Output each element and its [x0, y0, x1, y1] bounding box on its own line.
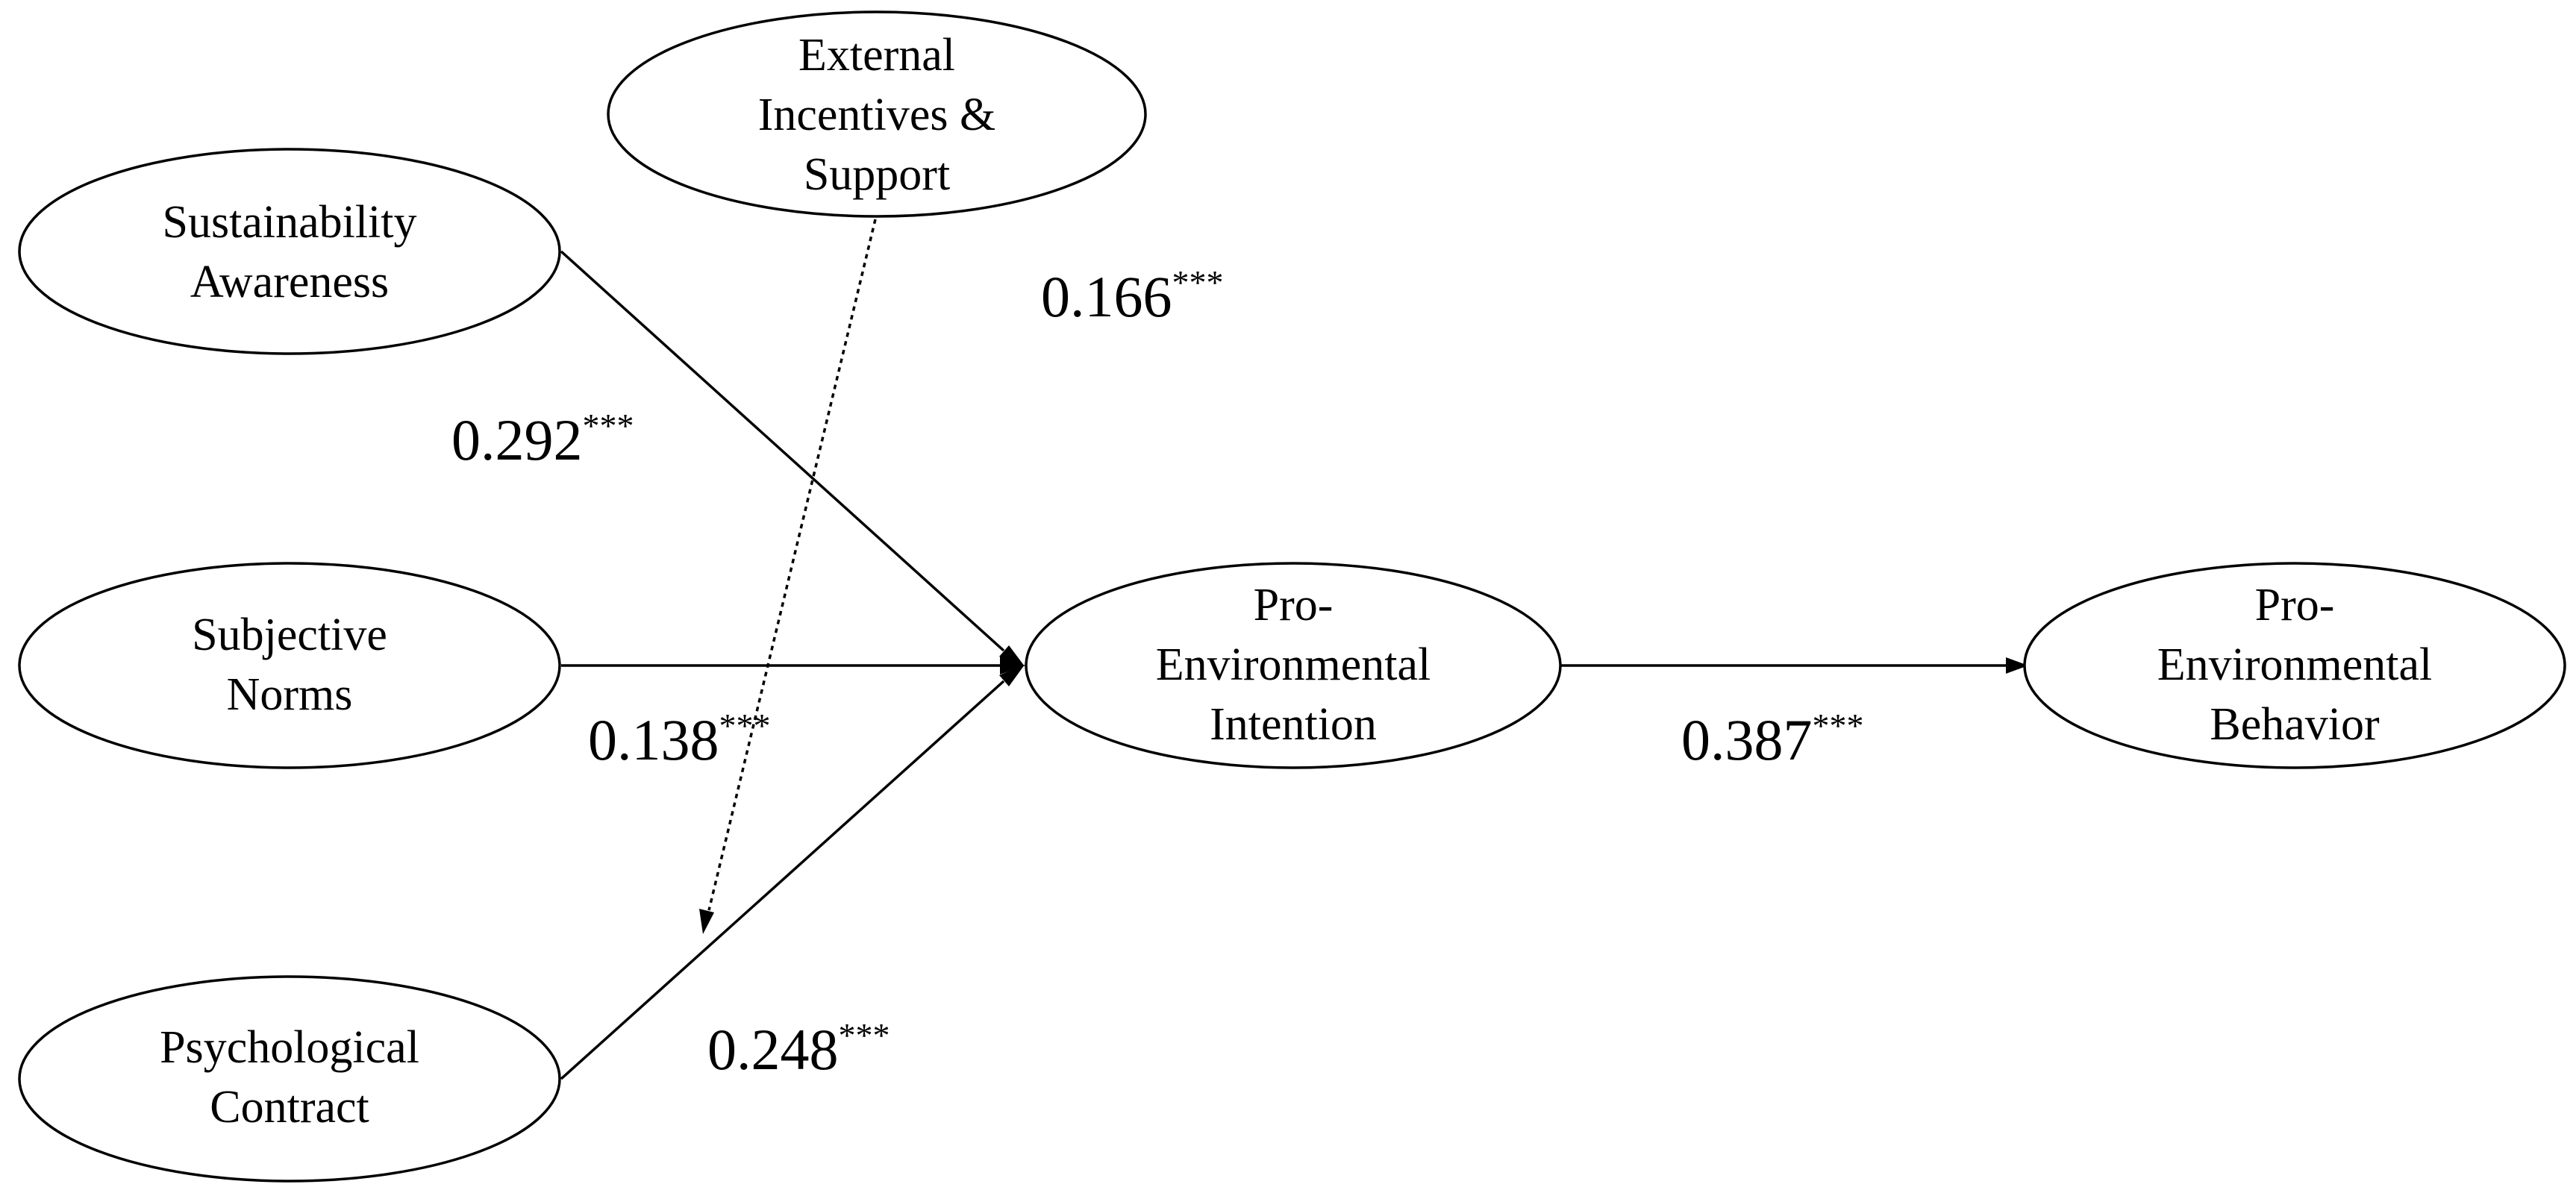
node-label-line: Pro-	[1254, 580, 1334, 630]
node-pro-environmental-intention: Pro- Environmental Intention	[1025, 562, 1562, 769]
node-label-line: Subjective	[192, 610, 387, 660]
node-label-line: Psychological	[160, 1022, 419, 1073]
node-label-line: Norms	[227, 669, 353, 720]
node-label-line: Sustainability	[163, 197, 417, 248]
node-label-line: Support	[804, 149, 950, 200]
arrowhead-awareness-to-intention	[999, 645, 1025, 666]
node-label-line: Environmental	[1156, 639, 1431, 690]
arrowhead-norms-to-intention	[1000, 657, 1025, 674]
arrowhead-intention-to-behavior	[2006, 657, 2028, 674]
node-psychological-contract: Psychological Contract	[18, 975, 561, 1183]
edge-contract-to-intention	[560, 680, 1005, 1080]
node-label-line: External	[798, 30, 955, 81]
node-label-line: Contract	[210, 1082, 369, 1133]
edges	[560, 219, 2028, 1080]
edge-external-moderation	[707, 219, 877, 911]
node-label-line: Behavior	[2210, 699, 2380, 750]
coefficient-awareness-to-intention: 0.292***	[451, 407, 634, 472]
node-subjective-norms: Subjective Norms	[18, 562, 561, 769]
node-label-line: Incentives &	[758, 90, 996, 140]
arrowhead-external-moderation	[699, 909, 714, 934]
node-pro-environmental-behavior: Pro- Environmental Behavior	[2023, 562, 2566, 769]
edge-awareness-to-intention	[560, 250, 1005, 652]
coefficient-external-moderation: 0.166***	[1041, 263, 1224, 329]
node-label-line: Intention	[1210, 699, 1377, 750]
node-label-line: Environmental	[2157, 639, 2432, 690]
arrowhead-contract-to-intention	[999, 665, 1025, 686]
node-label-line: Awareness	[190, 257, 389, 307]
coefficient-norms-to-intention: 0.138***	[588, 707, 771, 772]
node-sustainability-awareness: Sustainability Awareness	[18, 148, 561, 355]
coefficient-intention-to-behavior: 0.387***	[1681, 707, 1864, 772]
coefficient-contract-to-intention: 0.248***	[707, 1016, 890, 1082]
node-external-incentives-support: External Incentives & Support	[607, 10, 1147, 218]
node-label-line: Pro-	[2255, 580, 2335, 630]
